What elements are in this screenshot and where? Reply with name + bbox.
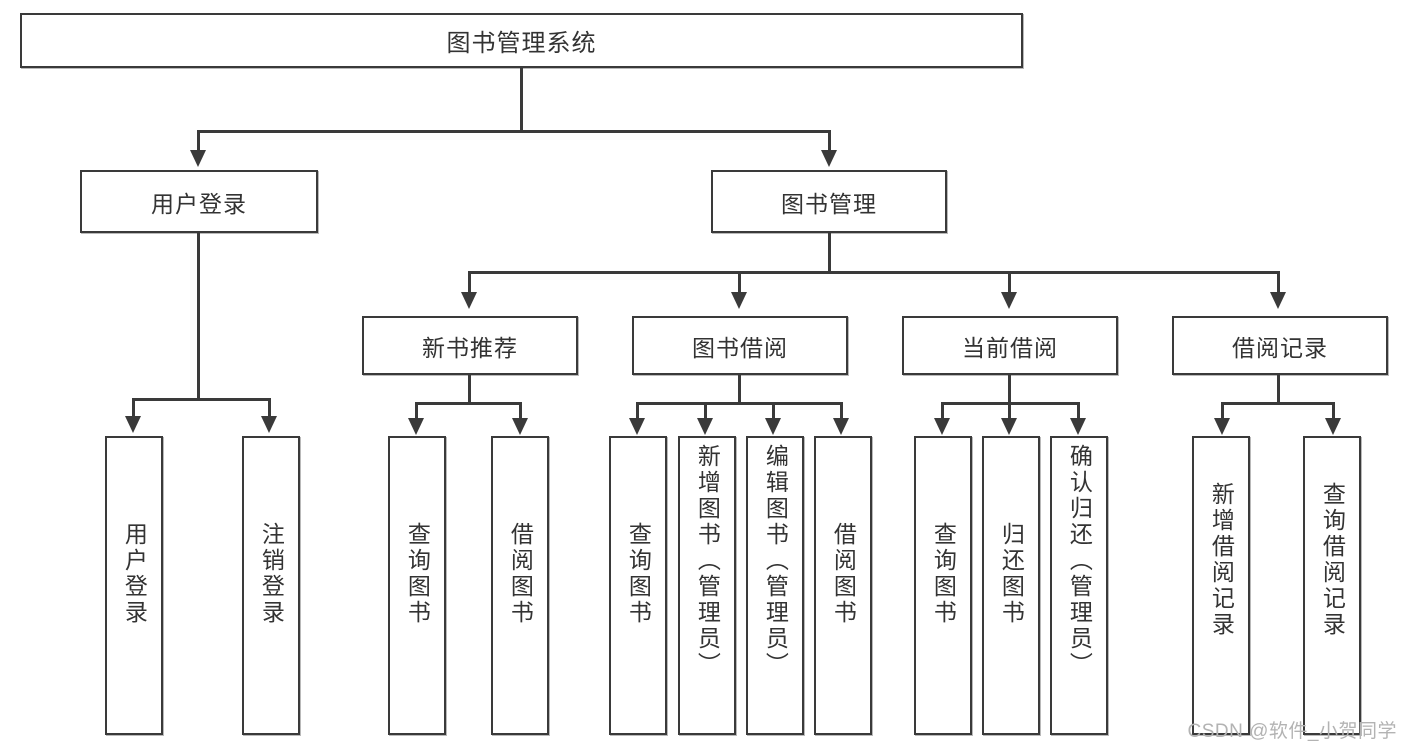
connector-book-manage-stem xyxy=(828,233,831,273)
connector-borrow-record-stem xyxy=(1277,375,1280,404)
connector-current-borrow-stem xyxy=(1008,375,1011,404)
arrowhead-borrow-record xyxy=(1270,292,1286,309)
connector-root-stem xyxy=(520,68,523,131)
node-leaf-query-book-2-label: 查询图书 xyxy=(625,522,652,626)
connector-to-leaf-edit-book xyxy=(772,402,775,420)
arrowhead-leaf-query-book-1 xyxy=(408,418,424,435)
arrowhead-leaf-add-book xyxy=(697,418,713,435)
arrowhead-leaf-user-login xyxy=(125,416,141,433)
node-new-book-recommend[interactable]: 新书推荐 xyxy=(362,316,578,375)
node-root-label: 图书管理系统 xyxy=(446,30,597,57)
node-book-borrow-label: 图书借阅 xyxy=(692,334,788,361)
node-leaf-edit-book[interactable]: 编辑图书（管理员） xyxy=(746,436,804,735)
connector-to-new-book-recommend xyxy=(468,271,471,294)
node-root-book-management-system[interactable]: 图书管理系统 xyxy=(20,13,1023,68)
arrowhead-leaf-query-record xyxy=(1325,418,1341,435)
node-leaf-query-record-label: 查询借阅记录 xyxy=(1319,482,1346,638)
node-leaf-query-book-1[interactable]: 查询图书 xyxy=(388,436,446,735)
arrowhead-new-book-recommend xyxy=(461,292,477,309)
node-book-manage-label: 图书管理 xyxy=(781,190,877,217)
connector-to-leaf-query-book-2 xyxy=(636,402,639,420)
node-leaf-return-book[interactable]: 归还图书 xyxy=(982,436,1040,735)
node-leaf-user-logout[interactable]: 注销登录 xyxy=(242,436,300,735)
connector-to-leaf-add-record xyxy=(1221,402,1224,420)
node-leaf-add-book[interactable]: 新增图书（管理员） xyxy=(678,436,736,735)
arrowhead-current-borrow xyxy=(1001,292,1017,309)
connector-to-leaf-query-record xyxy=(1332,402,1335,420)
node-leaf-edit-book-label: 编辑图书（管理员） xyxy=(762,444,789,678)
connector-user-login-bus xyxy=(132,398,270,401)
connector-to-leaf-return-book xyxy=(1008,402,1011,420)
node-leaf-borrow-book-1[interactable]: 借阅图书 xyxy=(491,436,549,735)
arrowhead-leaf-query-book-3 xyxy=(934,418,950,435)
node-leaf-user-login[interactable]: 用户登录 xyxy=(105,436,163,735)
node-leaf-query-book-3-label: 查询图书 xyxy=(930,522,957,626)
node-leaf-add-book-label: 新增图书（管理员） xyxy=(694,444,721,678)
connector-to-leaf-borrow-book-2 xyxy=(840,402,843,420)
connector-to-leaf-query-book-3 xyxy=(941,402,944,420)
node-leaf-user-login-label: 用户登录 xyxy=(121,522,148,626)
connector-root-to-book-manage xyxy=(828,130,831,152)
connector-root-bus xyxy=(197,130,831,133)
connector-to-leaf-confirm-return xyxy=(1077,402,1080,420)
node-leaf-confirm-return[interactable]: 确认归还（管理员） xyxy=(1050,436,1108,735)
connector-root-to-user-login xyxy=(197,130,200,152)
node-leaf-query-book-3[interactable]: 查询图书 xyxy=(914,436,972,735)
connector-to-leaf-user-logout xyxy=(268,398,271,418)
arrowhead-book-manage xyxy=(821,150,837,167)
node-leaf-query-book-2[interactable]: 查询图书 xyxy=(609,436,667,735)
connector-book-borrow-bus xyxy=(636,402,843,405)
connector-book-manage-bus xyxy=(468,271,1280,274)
connector-to-leaf-borrow-book-1 xyxy=(519,402,522,420)
node-leaf-borrow-book-1-label: 借阅图书 xyxy=(507,522,534,626)
node-leaf-borrow-book-2-label: 借阅图书 xyxy=(830,522,857,626)
node-leaf-query-record[interactable]: 查询借阅记录 xyxy=(1303,436,1361,735)
arrowhead-user-login xyxy=(190,150,206,167)
node-current-borrow-label: 当前借阅 xyxy=(962,334,1058,361)
node-leaf-query-book-1-label: 查询图书 xyxy=(404,522,431,626)
node-leaf-add-record[interactable]: 新增借阅记录 xyxy=(1192,436,1250,735)
connector-to-leaf-user-login xyxy=(132,398,135,418)
connector-new-book-recommend-stem xyxy=(468,375,471,404)
connector-to-leaf-query-book-1 xyxy=(415,402,418,420)
node-borrow-record-label: 借阅记录 xyxy=(1232,334,1328,361)
node-leaf-add-record-label: 新增借阅记录 xyxy=(1208,482,1235,638)
arrowhead-leaf-confirm-return xyxy=(1070,418,1086,435)
arrowhead-leaf-return-book xyxy=(1001,418,1017,435)
node-leaf-return-book-label: 归还图书 xyxy=(998,522,1025,626)
node-book-manage[interactable]: 图书管理 xyxy=(711,170,947,233)
connector-to-current-borrow xyxy=(1008,271,1011,294)
node-user-login[interactable]: 用户登录 xyxy=(80,170,318,233)
node-user-login-label: 用户登录 xyxy=(151,190,247,217)
arrowhead-leaf-edit-book xyxy=(765,418,781,435)
node-current-borrow[interactable]: 当前借阅 xyxy=(902,316,1118,375)
arrowhead-leaf-query-book-2 xyxy=(629,418,645,435)
arrowhead-leaf-borrow-book-1 xyxy=(512,418,528,435)
connector-new-book-recommend-bus xyxy=(415,402,522,405)
arrowhead-leaf-add-record xyxy=(1214,418,1230,435)
node-new-book-recommend-label: 新书推荐 xyxy=(422,334,518,361)
connector-to-leaf-add-book xyxy=(704,402,707,420)
node-leaf-borrow-book-2[interactable]: 借阅图书 xyxy=(814,436,872,735)
node-leaf-user-logout-label: 注销登录 xyxy=(258,522,285,626)
arrowhead-leaf-borrow-book-2 xyxy=(833,418,849,435)
node-borrow-record[interactable]: 借阅记录 xyxy=(1172,316,1388,375)
connector-to-borrow-record xyxy=(1277,271,1280,294)
node-leaf-confirm-return-label: 确认归还（管理员） xyxy=(1066,444,1093,678)
arrowhead-book-borrow xyxy=(731,292,747,309)
connector-book-borrow-stem xyxy=(738,375,741,404)
arrowhead-leaf-user-logout xyxy=(261,416,277,433)
connector-to-book-borrow xyxy=(738,271,741,294)
connector-borrow-record-bus xyxy=(1221,402,1335,405)
connector-user-login-stem xyxy=(197,233,200,400)
node-book-borrow[interactable]: 图书借阅 xyxy=(632,316,848,375)
